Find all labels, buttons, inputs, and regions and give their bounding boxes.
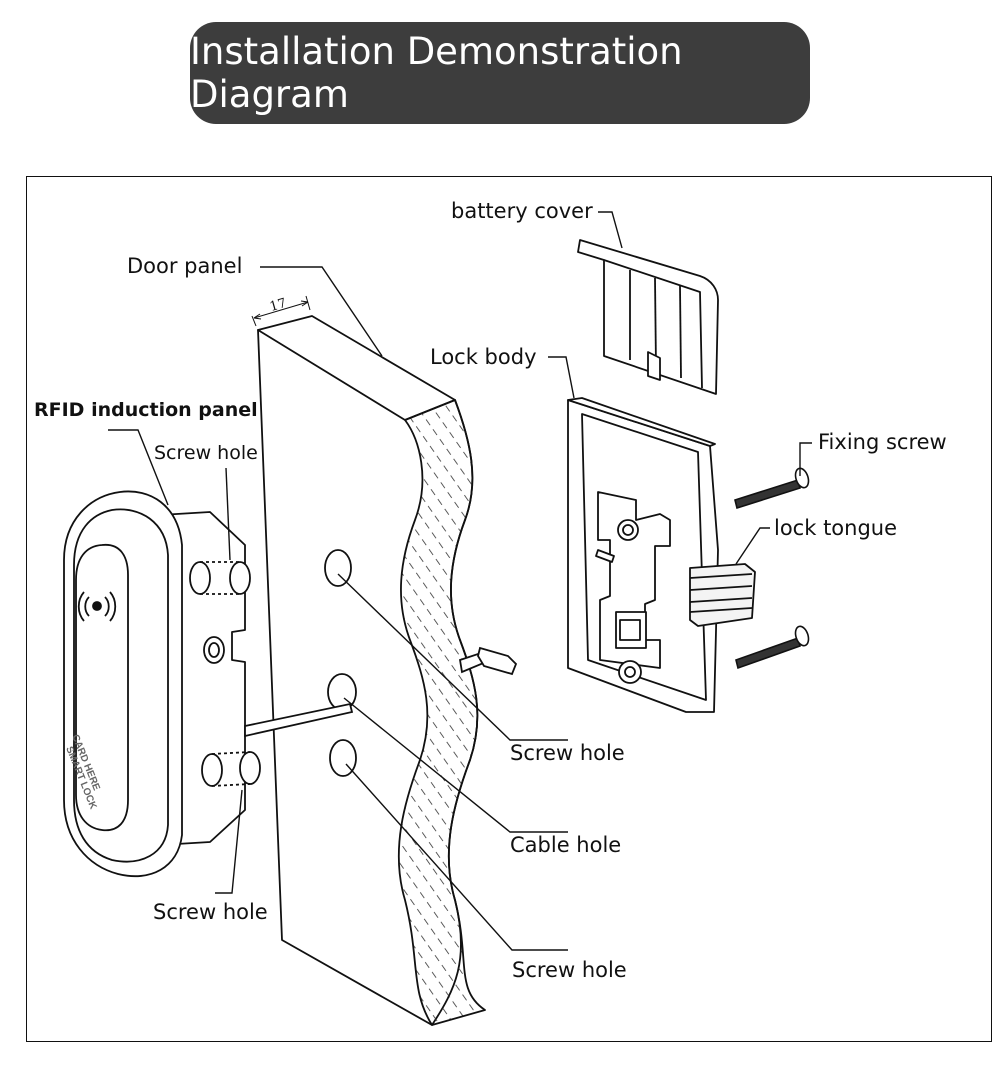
battery-cover (577, 239, 719, 395)
label-lock-tongue: lock tongue (774, 516, 898, 540)
diagram-frame (26, 176, 992, 1042)
lock-body (567, 397, 756, 713)
title-text: Installation Demonstration Diagram (190, 30, 683, 116)
label-screw-hole-bottom: Screw hole (512, 958, 627, 982)
lock-tongue-part (689, 563, 756, 627)
label-screw-hole-bottom-left: Screw hole (153, 900, 268, 924)
label-rfid-panel: RFID induction panel (34, 399, 258, 421)
door-screw-hole-top (324, 549, 352, 587)
label-lock-body: Lock body (430, 345, 537, 369)
label-fixing-screw: Fixing screw (818, 430, 947, 454)
fixing-screws (734, 467, 810, 670)
door-panel (257, 315, 486, 1026)
dimension-mark (251, 295, 311, 327)
dimension-value: 17 (268, 296, 288, 315)
cable-connector (477, 646, 518, 676)
rfid-panel (63, 490, 261, 878)
label-battery-cover: battery cover (451, 199, 593, 223)
label-screw-hole-top: Screw hole (154, 442, 258, 464)
door-cross-section (397, 399, 486, 1026)
leader-lines (108, 211, 812, 951)
label-cable-hole: Cable hole (510, 833, 622, 857)
cable (244, 646, 518, 738)
label-screw-hole-mid: Screw hole (510, 741, 625, 765)
label-door-panel: Door panel (127, 254, 243, 278)
title-banner: Installation Demonstration Diagram (190, 22, 810, 124)
